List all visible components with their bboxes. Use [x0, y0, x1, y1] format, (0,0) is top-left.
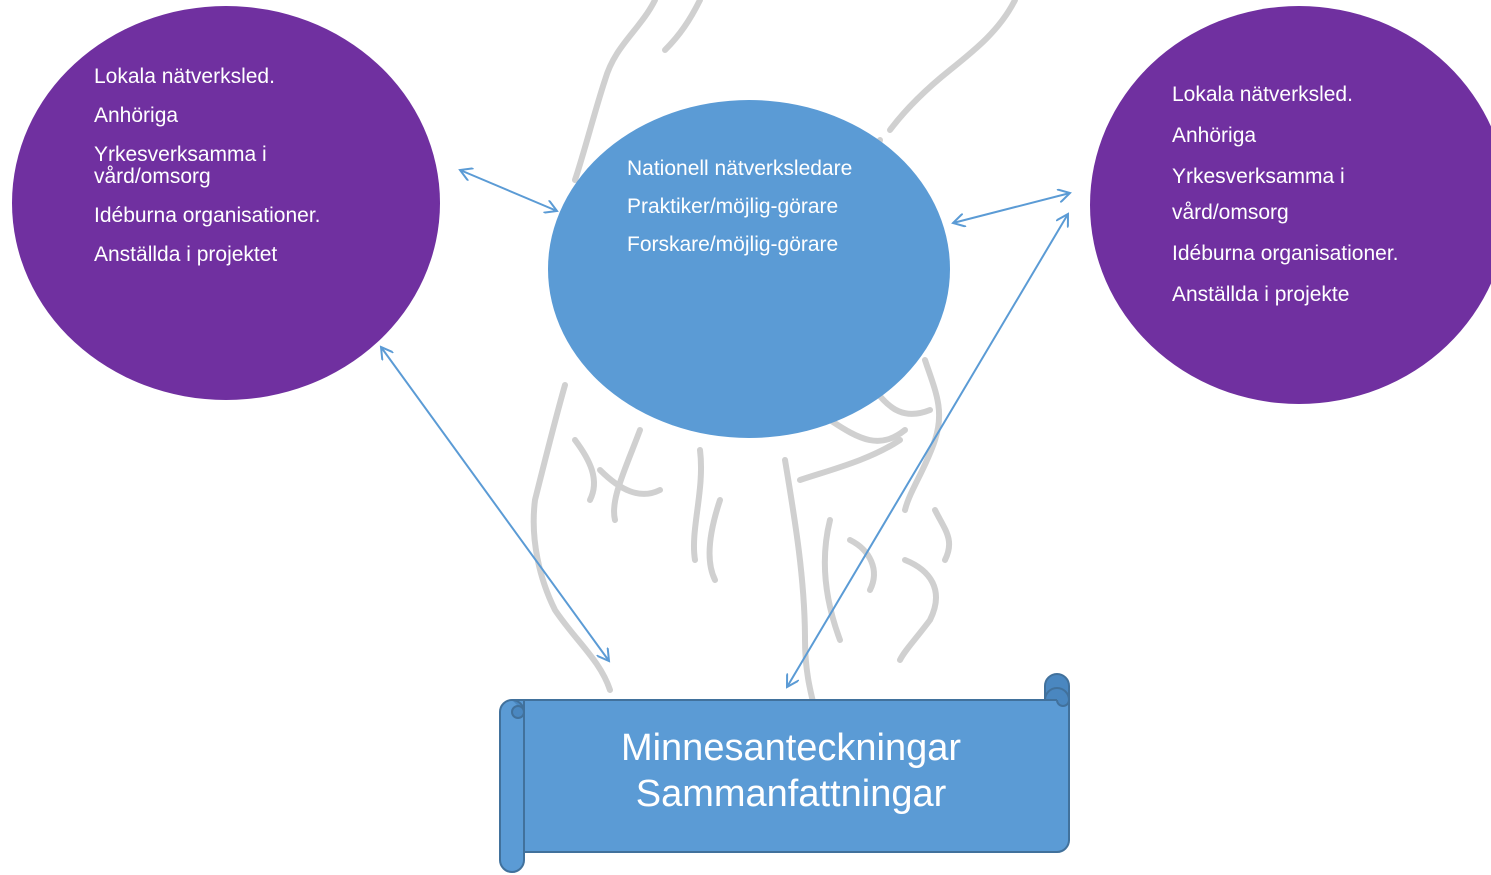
scroll-banner: [499, 673, 1071, 874]
right-participant-list: Lokala nätverksled. Anhöriga Yrkesverksa…: [1172, 77, 1442, 318]
list-item: Yrkesverksamma i vård/omsorg: [1172, 165, 1345, 224]
list-item: Anställda i projektet: [94, 243, 278, 266]
list-item: Lokala nätverksled.: [94, 65, 275, 88]
list-item: Forskare/möjlig-görare: [627, 233, 839, 256]
banner-line-summaries: Sammanfattningar: [635, 773, 947, 815]
list-item: Anhöriga: [94, 104, 179, 127]
banner-line-notes: Minnesanteckningar: [620, 727, 962, 769]
arrow-right-banner: [787, 214, 1068, 687]
central-role-list: Nationell nätverksledare Praktiker/möjli…: [627, 150, 857, 264]
list-item: Idéburna organisationer.: [1172, 242, 1399, 265]
list-item: Idéburna organisationer.: [94, 204, 321, 227]
arrow-left-banner: [381, 347, 609, 661]
list-item: Lokala nätverksled.: [1172, 83, 1353, 106]
list-item: Anställda i projekte: [1172, 283, 1350, 306]
left-participant-list: Lokala nätverksled. Anhöriga Yrkesverksa…: [94, 66, 364, 283]
arrow-left-center: [460, 170, 557, 211]
list-item: Anhöriga: [1172, 124, 1257, 147]
list-item: Yrkesverksamma i vård/omsorg: [94, 143, 267, 188]
list-item: Praktiker/möjlig-görare: [627, 195, 839, 218]
banner-text: Minnesanteckningar Sammanfattningar: [524, 725, 1058, 817]
list-item: Nationell nätverksledare: [627, 157, 853, 180]
right-participant-circle: [1090, 6, 1491, 404]
left-participant-circle: [12, 6, 440, 400]
arrow-center-right: [953, 193, 1070, 223]
